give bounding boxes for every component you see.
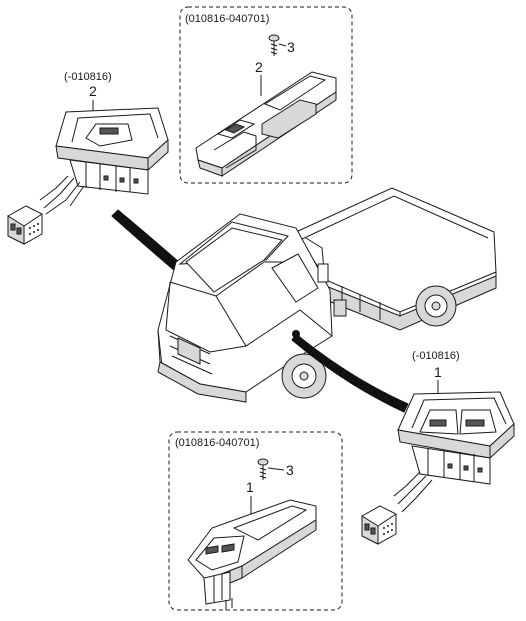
window-switch-left <box>39 107 169 215</box>
left-switch-range-label: (-010816) <box>64 71 112 83</box>
top-variant-box <box>179 6 353 184</box>
window-switch-right <box>393 391 515 513</box>
connector-left <box>7 205 43 245</box>
callout-3-top: 3 <box>287 39 295 55</box>
bottom-variant-box <box>168 431 343 611</box>
leader-screw-bottom <box>267 467 285 471</box>
callout-2-top: 2 <box>255 59 263 75</box>
screw-top <box>268 34 280 56</box>
right-switch-range-label: (-010816) <box>412 350 460 362</box>
door-switch-panel-top <box>195 71 337 177</box>
bottom-box-range-label: (010816-040701) <box>175 437 259 449</box>
callout-3-bottom: 3 <box>286 462 294 478</box>
callout-2-left: 2 <box>89 83 97 99</box>
callout-1-right: 1 <box>434 364 442 380</box>
callout-1-bottom: 1 <box>246 479 254 495</box>
top-box-range-label: (010816-040701) <box>185 13 269 25</box>
pointer-right-door <box>291 333 409 413</box>
connector-right <box>361 505 397 545</box>
leader-screw-top <box>278 43 287 47</box>
screw-bottom <box>257 458 269 480</box>
truck-illustration <box>157 187 497 403</box>
door-switch-panel-bottom <box>187 499 317 610</box>
